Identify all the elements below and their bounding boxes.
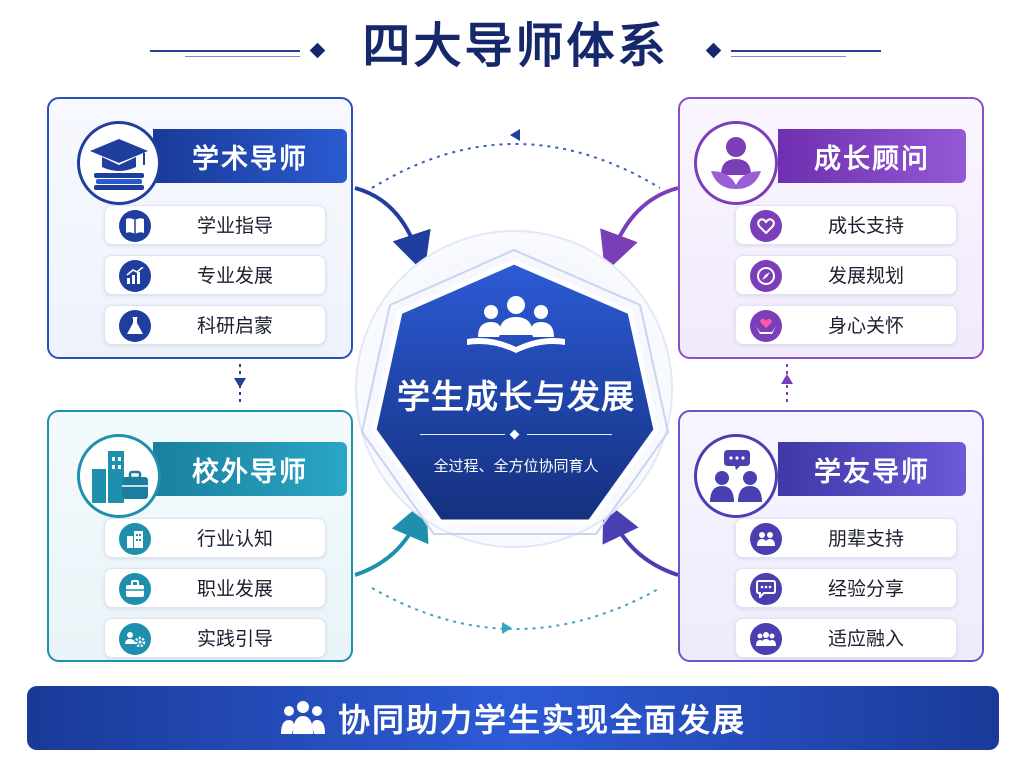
panel-heading: 学术导师 [153, 129, 347, 183]
briefcase-icon [119, 573, 151, 605]
item-label: 实践引导 [197, 628, 274, 650]
item-label: 朋辈支持 [828, 528, 905, 550]
title-decor-line [731, 56, 846, 57]
arrow-external-to-center [354, 499, 429, 577]
arc-arrowhead [510, 129, 520, 141]
book-icon [119, 210, 151, 242]
list-item: 成长支持 [735, 205, 957, 245]
arrow-peer-to-center [602, 499, 679, 577]
list-item: 职业发展 [104, 568, 326, 608]
heart-hands-icon [750, 310, 782, 342]
list-item: 身心关怀 [735, 305, 957, 345]
heart-icon [750, 210, 782, 242]
growth-chart-icon [119, 260, 151, 292]
item-label: 身心关怀 [828, 315, 905, 337]
panel-external-mentor: 校外导师 行业认知 职业发展 实践引导 [47, 410, 353, 662]
page-title: 四大导师体系 [362, 18, 669, 74]
panel-growth-advisor: 成长顾问 成长支持 发展规划 身心关怀 [678, 97, 984, 359]
compass-icon [750, 260, 782, 292]
chat-bubble-icon [750, 573, 782, 605]
arrow-academic-to-center [354, 186, 431, 273]
arc-arrowhead [502, 622, 512, 634]
list-item: 经验分享 [735, 568, 957, 608]
person-sprout-icon [694, 121, 778, 205]
link-arrowhead [234, 378, 246, 388]
center-divider [527, 434, 612, 435]
item-label: 科研启蒙 [197, 315, 274, 337]
two-people-icon [750, 523, 782, 555]
panel-peer-mentor: 学友导师 朋辈支持 经验分享 适应融入 [678, 410, 984, 662]
panel-academic-mentor: 学术导师 学业指导 专业发展 科研启蒙 [47, 97, 353, 359]
title-decor-line [731, 50, 881, 52]
item-label: 适应融入 [828, 628, 905, 650]
list-item: 朋辈支持 [735, 518, 957, 558]
building-icon [119, 523, 151, 555]
footer-banner: 协同助力学生实现全面发展 [27, 686, 999, 750]
list-item: 学业指导 [104, 205, 326, 245]
peers-chat-icon [694, 434, 778, 518]
footer-text: 协同助力学生实现全面发展 [337, 701, 746, 739]
center-subtitle: 全过程、全方位协同育人 [433, 457, 599, 475]
list-item: 专业发展 [104, 255, 326, 295]
title-decor-line [150, 50, 300, 52]
link-arrowhead [781, 374, 793, 384]
panel-heading: 校外导师 [153, 442, 347, 496]
buildings-briefcase-icon [77, 434, 161, 518]
dashed-arc-bottom [371, 587, 661, 630]
center-divider [420, 434, 505, 435]
list-item: 实践引导 [104, 618, 326, 658]
title-decor-line [185, 56, 300, 57]
item-label: 行业认知 [197, 528, 274, 550]
item-label: 经验分享 [828, 578, 905, 600]
group-icon [750, 623, 782, 655]
title-area: 四大导师体系 [0, 14, 1031, 78]
list-item: 适应融入 [735, 618, 957, 658]
people-gear-icon [119, 623, 151, 655]
list-item: 科研启蒙 [104, 305, 326, 345]
dashed-arc-top [371, 143, 661, 189]
arrow-growth-to-center [600, 186, 679, 273]
group-icon [280, 701, 325, 734]
panel-heading: 成长顾问 [778, 129, 966, 183]
center-title: 学生成长与发展 [397, 377, 635, 416]
item-label: 专业发展 [197, 265, 274, 287]
item-label: 发展规划 [828, 265, 905, 287]
item-label: 成长支持 [828, 215, 905, 237]
graduation-cap-icon [77, 121, 161, 205]
list-item: 行业认知 [104, 518, 326, 558]
students-book-icon [467, 296, 565, 353]
item-label: 学业指导 [197, 215, 274, 237]
item-label: 职业发展 [197, 578, 274, 600]
list-item: 发展规划 [735, 255, 957, 295]
panel-heading: 学友导师 [778, 442, 966, 496]
flask-icon [119, 310, 151, 342]
